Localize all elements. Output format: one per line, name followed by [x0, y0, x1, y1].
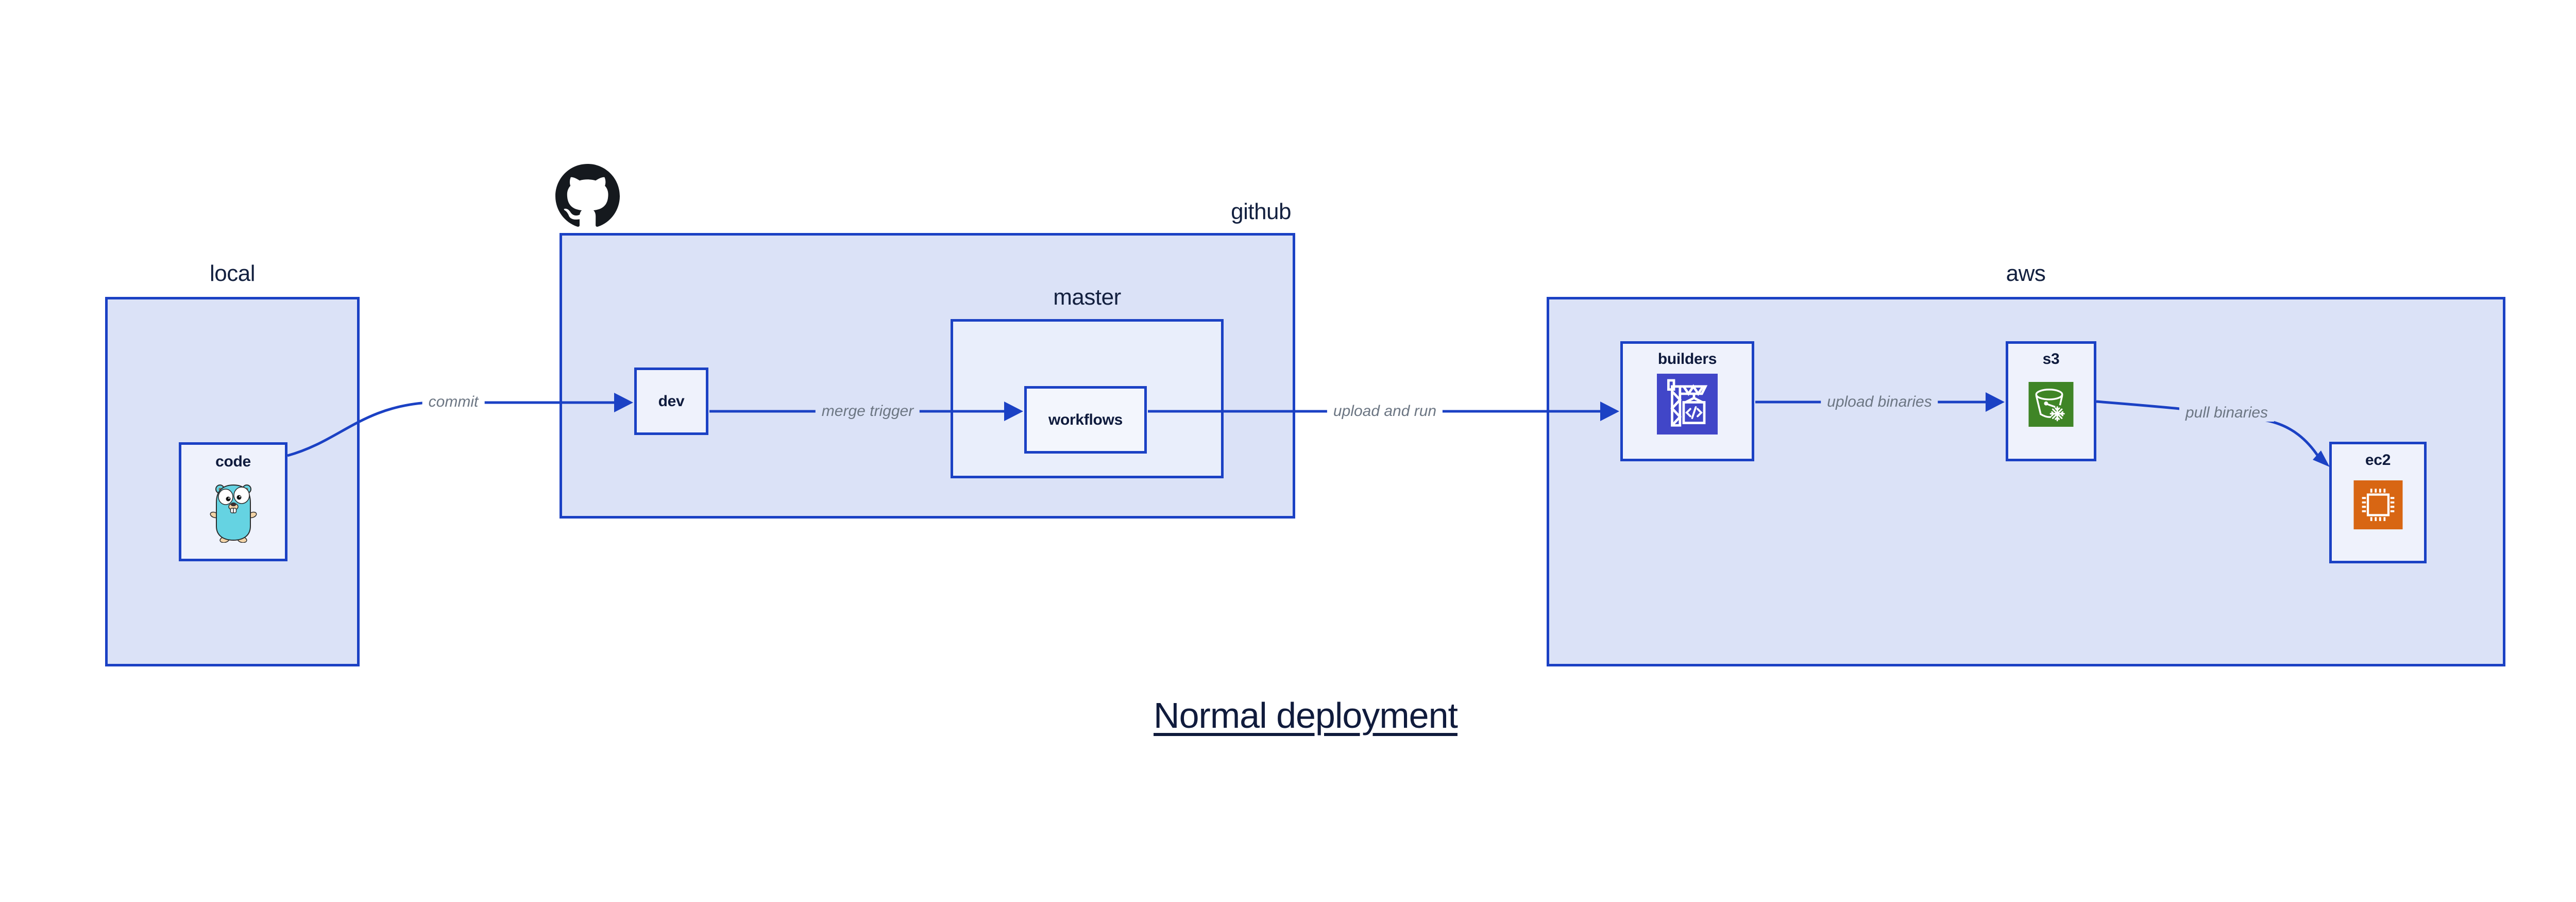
- node-builders-label: builders: [1657, 350, 1717, 368]
- edge-commit-label: commit: [422, 393, 485, 411]
- container-local-label: local: [210, 261, 256, 286]
- node-code-label: code: [215, 453, 251, 470]
- edge-merge-trigger-arrowhead: [1004, 402, 1023, 421]
- edge-merge-trigger-label: merge trigger: [815, 403, 920, 420]
- node-s3: s3: [2006, 341, 2096, 461]
- node-code: code: [179, 442, 287, 561]
- codebuild-crane-icon: [1657, 374, 1718, 437]
- edge-commit-arrowhead: [614, 393, 633, 412]
- container-master-label: master: [1053, 285, 1121, 310]
- ec2-chip-icon: [2353, 480, 2402, 532]
- edge-upload-and-run-label: upload and run: [1327, 403, 1443, 420]
- node-workflows-label: workflows: [1048, 411, 1123, 428]
- edge-pull-binaries-arrowhead: [2313, 450, 2330, 467]
- edge-upload-and-run-arrowhead: [1600, 402, 1619, 421]
- node-dev: dev: [634, 368, 708, 435]
- diagram-title: Normal deployment: [1154, 695, 1458, 736]
- node-builders: builders: [1620, 341, 1754, 461]
- node-ec2-label: ec2: [2365, 452, 2391, 469]
- node-dev-label: dev: [658, 392, 685, 410]
- node-s3-label: s3: [2042, 350, 2060, 368]
- container-aws-label: aws: [2006, 261, 2046, 286]
- node-workflows: workflows: [1024, 386, 1147, 454]
- github-octocat-icon: [555, 164, 620, 231]
- edge-commit-line: [287, 401, 621, 457]
- edge-upload-binaries-label: upload binaries: [1821, 393, 1938, 411]
- container-github-label: github: [1231, 199, 1291, 224]
- edge-pull-binaries-label: pull binaries: [2179, 404, 2275, 422]
- go-gopher-icon: [208, 482, 259, 545]
- node-ec2: ec2: [2329, 442, 2427, 563]
- edge-upload-binaries-arrowhead: [1986, 392, 2005, 412]
- s3-bucket-snowflake-icon: [2028, 382, 2074, 429]
